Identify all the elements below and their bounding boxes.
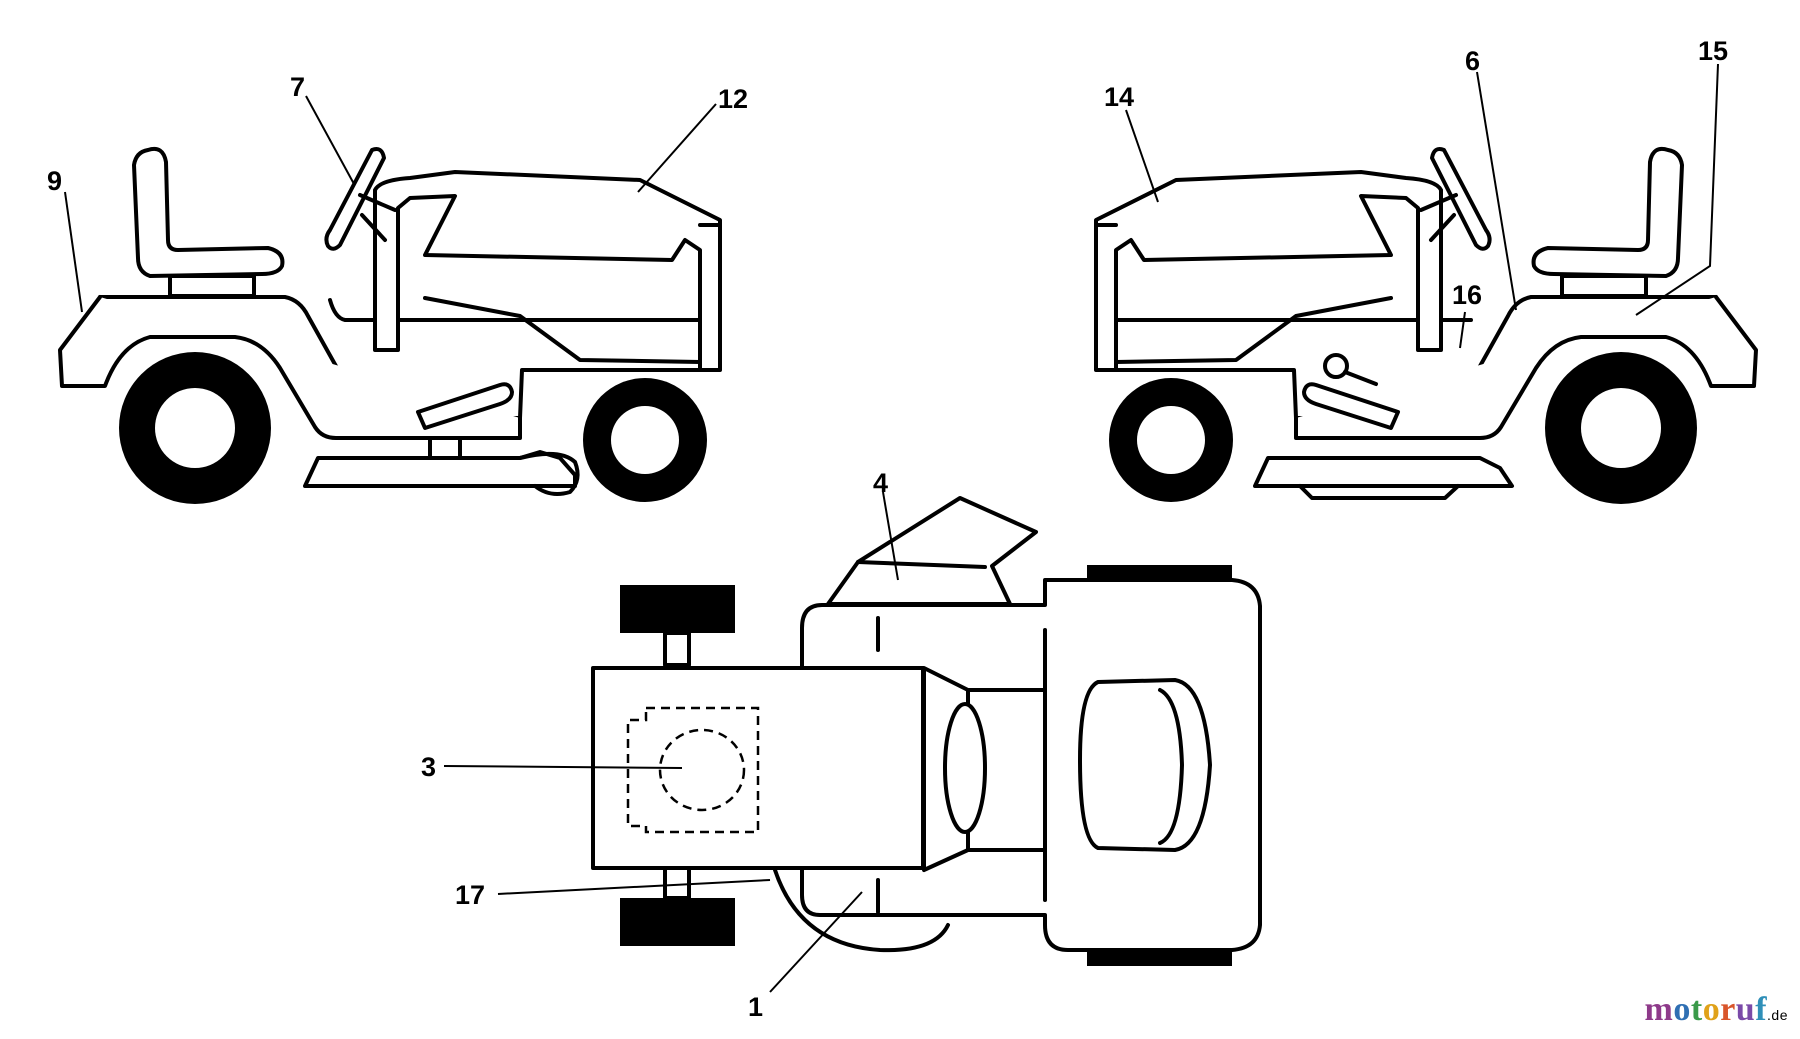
right-mower-deck xyxy=(1253,456,1514,488)
left-fender xyxy=(98,295,717,420)
top-seat-back-line xyxy=(1158,688,1184,845)
right-footrest xyxy=(1302,382,1400,430)
callout-12: 12 xyxy=(718,84,748,114)
leader-7 xyxy=(305,95,355,185)
left-seat-back xyxy=(132,146,285,278)
top-deck-bottom xyxy=(773,868,950,953)
right-hood xyxy=(1094,170,1443,372)
top-front-axle-lower xyxy=(663,864,691,900)
top-front-tire-upper xyxy=(620,585,735,633)
top-engine-circle xyxy=(658,728,746,812)
watermark-letter: o xyxy=(1702,991,1721,1028)
callout-4: 4 xyxy=(873,468,888,498)
right-side-view xyxy=(1094,146,1758,504)
left-steering-column xyxy=(358,193,397,242)
left-hood-lower-line xyxy=(423,296,702,364)
callout-7: 7 xyxy=(290,72,305,102)
watermark-letters: motoruf xyxy=(1645,991,1768,1028)
right-steering-column xyxy=(1419,193,1458,242)
right-rear-fender xyxy=(1294,295,1758,440)
left-mower-deck xyxy=(303,450,577,488)
left-rear-hub xyxy=(155,388,235,468)
top-dash-rails xyxy=(966,688,1047,852)
left-front-hub xyxy=(611,406,679,474)
watermark-letter: m xyxy=(1644,991,1674,1028)
callout-1: 1 xyxy=(748,992,763,1022)
right-lever-knob xyxy=(1323,353,1349,379)
watermark-letter: f xyxy=(1755,991,1768,1028)
right-lever xyxy=(1343,370,1378,386)
right-fender xyxy=(1099,295,1718,420)
left-footrest xyxy=(416,382,514,430)
top-engine-outline xyxy=(626,706,760,834)
left-side-view xyxy=(58,146,722,504)
callout-14: 14 xyxy=(1104,82,1134,112)
left-hood xyxy=(373,170,722,372)
watermark-suffix: .de xyxy=(1767,1007,1788,1023)
top-steering-wheel xyxy=(943,702,987,834)
right-hood-lower-line xyxy=(1114,296,1393,364)
top-view xyxy=(591,496,1262,966)
watermark-letter: u xyxy=(1735,991,1756,1028)
leader-lines xyxy=(64,63,1719,993)
callout-6: 6 xyxy=(1465,46,1480,76)
watermark-letter: r xyxy=(1720,991,1736,1028)
leader-4 xyxy=(882,491,899,581)
callout-16: 16 xyxy=(1452,280,1482,310)
left-seat-post xyxy=(168,274,256,298)
watermark-letter: o xyxy=(1673,991,1691,1028)
right-deck-plate xyxy=(1298,484,1460,500)
callout-labels: 9 7 12 14 6 15 16 4 3 17 1 xyxy=(47,36,1728,1022)
right-seat-post xyxy=(1560,274,1648,298)
leader-14 xyxy=(1125,109,1159,203)
left-steering-wheel xyxy=(324,147,386,251)
top-front-axle-upper xyxy=(663,631,691,667)
right-front-hub xyxy=(1137,406,1205,474)
leader-16 xyxy=(1459,311,1466,349)
motoruf-watermark: motoruf.de xyxy=(1645,991,1788,1029)
callout-3: 3 xyxy=(421,752,436,782)
left-deck-support xyxy=(428,438,462,460)
leader-9 xyxy=(64,191,83,313)
callout-17: 17 xyxy=(455,880,485,910)
leader-12 xyxy=(637,103,717,193)
leader-6 xyxy=(1476,71,1517,311)
left-rear-fender xyxy=(58,295,522,440)
callout-9: 9 xyxy=(47,166,62,196)
right-rear-hub xyxy=(1581,388,1661,468)
top-front-tire-lower xyxy=(620,898,735,946)
leader-17 xyxy=(497,879,771,895)
top-discharge-chute xyxy=(826,496,1038,606)
top-seat xyxy=(1078,678,1212,852)
right-seat-back xyxy=(1531,146,1684,278)
callout-15: 15 xyxy=(1698,36,1728,66)
leader-1 xyxy=(769,891,863,993)
leader-15 xyxy=(1635,63,1719,316)
left-deck-chute xyxy=(518,451,580,496)
right-steering-wheel xyxy=(1430,147,1492,251)
top-chute-line xyxy=(856,560,987,569)
leader-3 xyxy=(443,765,683,769)
watermark-letter: t xyxy=(1690,991,1703,1028)
